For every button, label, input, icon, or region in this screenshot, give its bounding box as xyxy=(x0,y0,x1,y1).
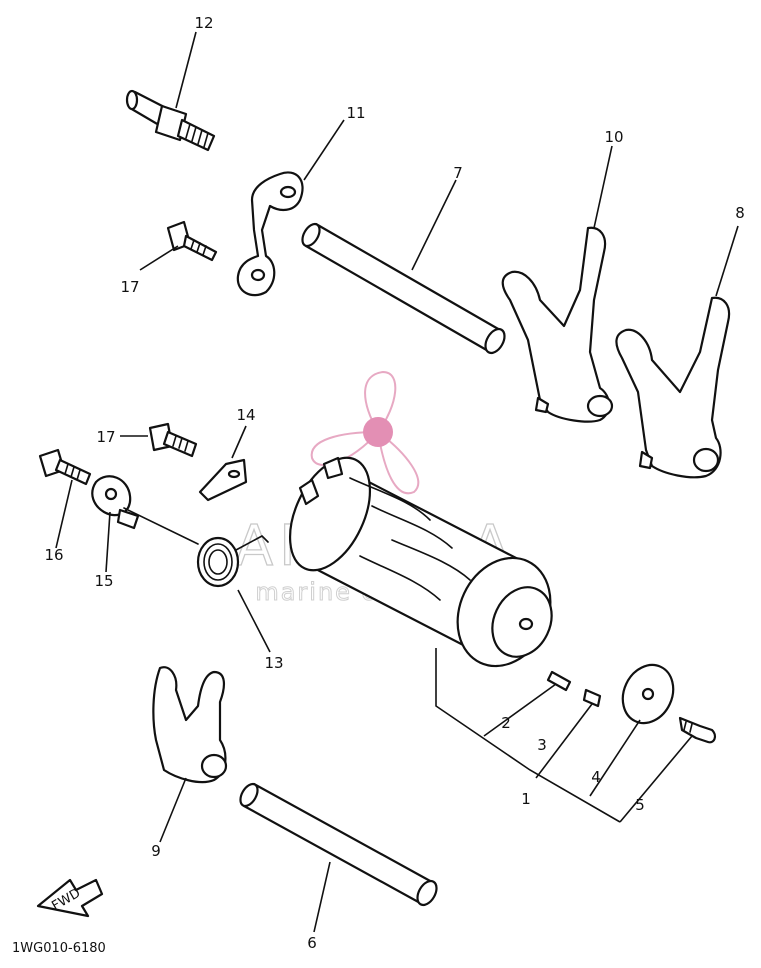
label-2: 2 xyxy=(501,714,511,732)
leader-lines xyxy=(55,31,739,933)
label-6: 6 xyxy=(307,934,317,952)
label-8: 8 xyxy=(735,204,745,222)
part-9-shift-fork xyxy=(152,666,228,784)
part-10-shift-fork xyxy=(501,226,614,423)
part-2-pin xyxy=(546,670,572,692)
part-14-plate xyxy=(198,458,248,502)
part-16-bolt xyxy=(38,448,92,486)
part-1-shift-cam xyxy=(288,456,553,668)
watermark-logo-center xyxy=(363,417,393,447)
part-8-shift-fork xyxy=(615,296,731,479)
part-11-stopper-lever xyxy=(236,171,304,297)
fwd-arrow: FWD xyxy=(36,878,104,918)
label-13: 13 xyxy=(264,654,283,672)
part-15-collar xyxy=(91,475,140,530)
label-17-lower: 17 xyxy=(96,428,115,446)
label-12: 12 xyxy=(194,14,213,32)
label-10: 10 xyxy=(604,128,623,146)
part-6-shaft xyxy=(239,782,438,907)
label-16: 16 xyxy=(44,546,63,564)
label-17-upper: 17 xyxy=(120,278,139,296)
part-12-stud-bolt xyxy=(125,89,216,152)
part-13-spring xyxy=(123,507,269,588)
part-4-washer xyxy=(621,663,675,725)
label-4: 4 xyxy=(591,768,601,786)
part-17-bolt-lower xyxy=(148,422,198,458)
part-7-shaft xyxy=(301,222,506,355)
label-3: 3 xyxy=(537,736,547,754)
drawing-code: 1WG010-6180 xyxy=(12,941,106,956)
label-9: 9 xyxy=(151,842,161,860)
part-5-screw xyxy=(678,716,717,744)
callout-labels: 12 11 7 10 8 17 17 14 16 15 13 2 3 4 1 5… xyxy=(44,14,744,952)
label-14: 14 xyxy=(236,406,255,424)
part-17-bolt-upper xyxy=(166,220,218,262)
label-11: 11 xyxy=(346,104,365,122)
label-1: 1 xyxy=(521,790,531,808)
part-3-pin xyxy=(582,688,602,708)
watermark-logo xyxy=(310,370,420,495)
label-15: 15 xyxy=(94,572,113,590)
label-5: 5 xyxy=(635,796,645,814)
label-7: 7 xyxy=(453,164,463,182)
